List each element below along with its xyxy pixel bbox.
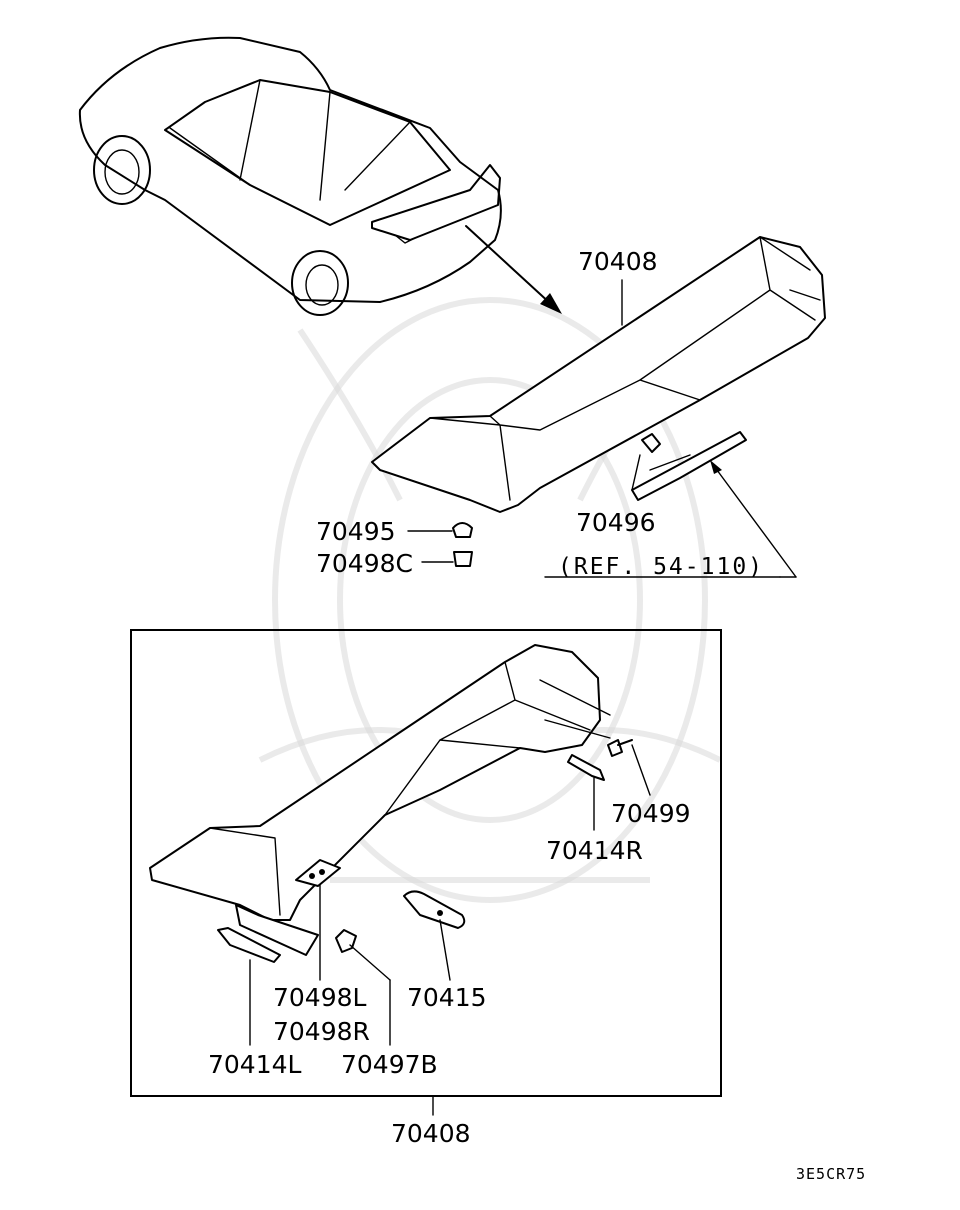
- label-70498r: 70498R: [273, 1017, 370, 1046]
- clip-70497b-part: [335, 929, 357, 953]
- stop-lamp-bracket: [631, 431, 747, 501]
- plate-70415-part: [403, 890, 466, 929]
- seal-70414l-part: [217, 904, 319, 963]
- label-70408-bottom: 70408: [391, 1119, 471, 1148]
- reference-leaders: [544, 460, 797, 578]
- seal-70414r-part: [567, 754, 605, 781]
- label-reference: (REF. 54-110): [558, 554, 764, 580]
- spoiler-upper: [371, 236, 826, 513]
- bolt-70495-part: [407, 522, 473, 538]
- label-70498l: 70498L: [273, 983, 367, 1012]
- screw-70499-part: [607, 739, 633, 757]
- direction-arrow: [465, 225, 562, 314]
- label-70408-top: 70408: [578, 247, 658, 276]
- clip-70496-part: [631, 433, 661, 491]
- label-70498c: 70498C: [316, 549, 413, 578]
- detail-box: [130, 629, 722, 1097]
- label-70414l: 70414L: [208, 1050, 302, 1079]
- box-leaders: [249, 744, 651, 1116]
- label-70495: 70495: [316, 517, 396, 546]
- cap-70498c-part: [421, 551, 473, 567]
- car-illustration: [78, 36, 502, 316]
- label-70496: 70496: [576, 508, 656, 537]
- label-70497b: 70497B: [341, 1050, 438, 1079]
- label-70499: 70499: [611, 799, 691, 828]
- label-70414r: 70414R: [546, 836, 643, 865]
- label-70415: 70415: [407, 983, 487, 1012]
- diagram-code: 3E5CR75: [796, 1165, 866, 1183]
- pad-70498-part: [295, 859, 341, 887]
